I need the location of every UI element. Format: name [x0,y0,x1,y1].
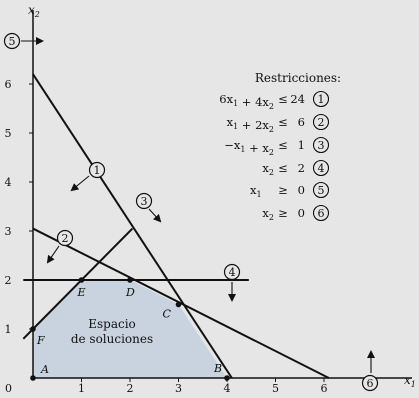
constraint-marker-2 [56,229,74,247]
restriction-lhs-5: x1 [250,183,262,199]
x-tick-label: 5 [272,382,279,394]
constraint-marker-4 [223,263,241,281]
restriction-rhs-2: 6 [298,115,305,129]
restriction-rhs-5: 0 [298,183,305,197]
restriction-lhs-6: x2 [262,206,274,222]
restriction-op-6: ≥ [278,206,288,220]
restriction-number-4: 4 [318,162,325,175]
constraint-marker-6 [361,374,379,392]
vertex-point-A [30,375,36,381]
restriction-number-circle-6 [312,204,330,222]
restriction-lhs-4: x2 [262,161,274,177]
x-tick-label: 2 [127,382,134,394]
y-tick-label: 2 [5,274,12,287]
restriction-rhs-4: 2 [298,161,305,175]
vertex-point-B [224,375,230,381]
constraint-marker-1 [88,161,106,179]
vertex-point-C [175,301,182,308]
solution-space-label-line2: de soluciones [71,332,153,346]
y-tick-label: 1 [5,323,12,336]
y-tick-label: 4 [5,176,12,189]
vertex-label-A: A [40,363,49,376]
restriction-number-circle-1 [312,90,330,108]
x-tick-label: 1 [78,382,85,394]
restriction-op-5: ≥ [278,183,288,197]
restriction-number-circle-2 [312,113,330,131]
restriction-number-circle-3 [312,136,330,154]
y-tick-label: 6 [5,78,12,91]
y-tick-label: 3 [5,225,12,238]
restriction-op-4: ≤ [278,161,288,175]
restriction-number-2: 2 [318,116,325,129]
restriction-lhs-1: 6x1 + 4x2 [219,92,274,111]
vertex-label-F: F [36,334,45,347]
constraint-arrow-3 [148,208,162,223]
y-tick-label: 5 [5,127,12,140]
constraint-line-1 [32,73,233,379]
restriction-op-3: ≤ [278,138,288,152]
restriction-op-2: ≤ [278,115,288,129]
y-axis-label: x2 [28,3,40,19]
restriction-number-circle-5 [312,181,330,199]
restriction-number-6: 6 [318,207,325,220]
vertex-point-E [78,277,85,283]
solution-space-label-line1: Espacio [88,317,136,331]
constraint-arrow-2 [46,245,60,264]
constraint-marker-3 [135,192,153,210]
vertex-point-F [30,326,36,332]
x-axis-label: x1 [404,373,416,389]
restrictions-title: Restricciones: [255,71,341,85]
restriction-number-3: 3 [318,139,325,152]
restriction-number-5: 5 [318,184,325,197]
restriction-number-1: 1 [318,93,325,106]
x-tick-label: 4 [224,382,231,394]
origin-label: 0 [5,382,12,394]
vertex-label-B: B [213,362,222,375]
restriction-lhs-2: x1 + 2x2 [227,115,274,134]
x-tick-label: 6 [321,382,328,394]
constraint-marker-label: 1 [94,164,101,177]
constraint-marker-label: 3 [141,195,148,208]
constraint-marker-label: 5 [9,35,16,48]
restriction-op-1: ≤ [278,92,288,106]
restriction-rhs-3: 1 [298,138,305,152]
constraint-marker-label: 4 [229,266,236,279]
restriction-rhs-6: 0 [298,206,305,220]
constraint-marker-label: 2 [62,232,69,245]
restriction-rhs-1: 24 [290,92,305,106]
constraint-marker-label: 6 [367,377,374,390]
vertex-point-D [127,277,133,283]
restriction-number-circle-4 [312,159,330,177]
constraint-marker-5 [3,32,21,50]
vertex-label-C: C [163,308,172,321]
vertex-label-E: E [77,286,86,299]
constraint-arrow-1 [70,175,90,192]
restriction-lhs-3: −x1 + x2 [224,138,274,157]
x-tick-label: 3 [175,382,182,394]
vertex-label-D: D [125,286,135,299]
